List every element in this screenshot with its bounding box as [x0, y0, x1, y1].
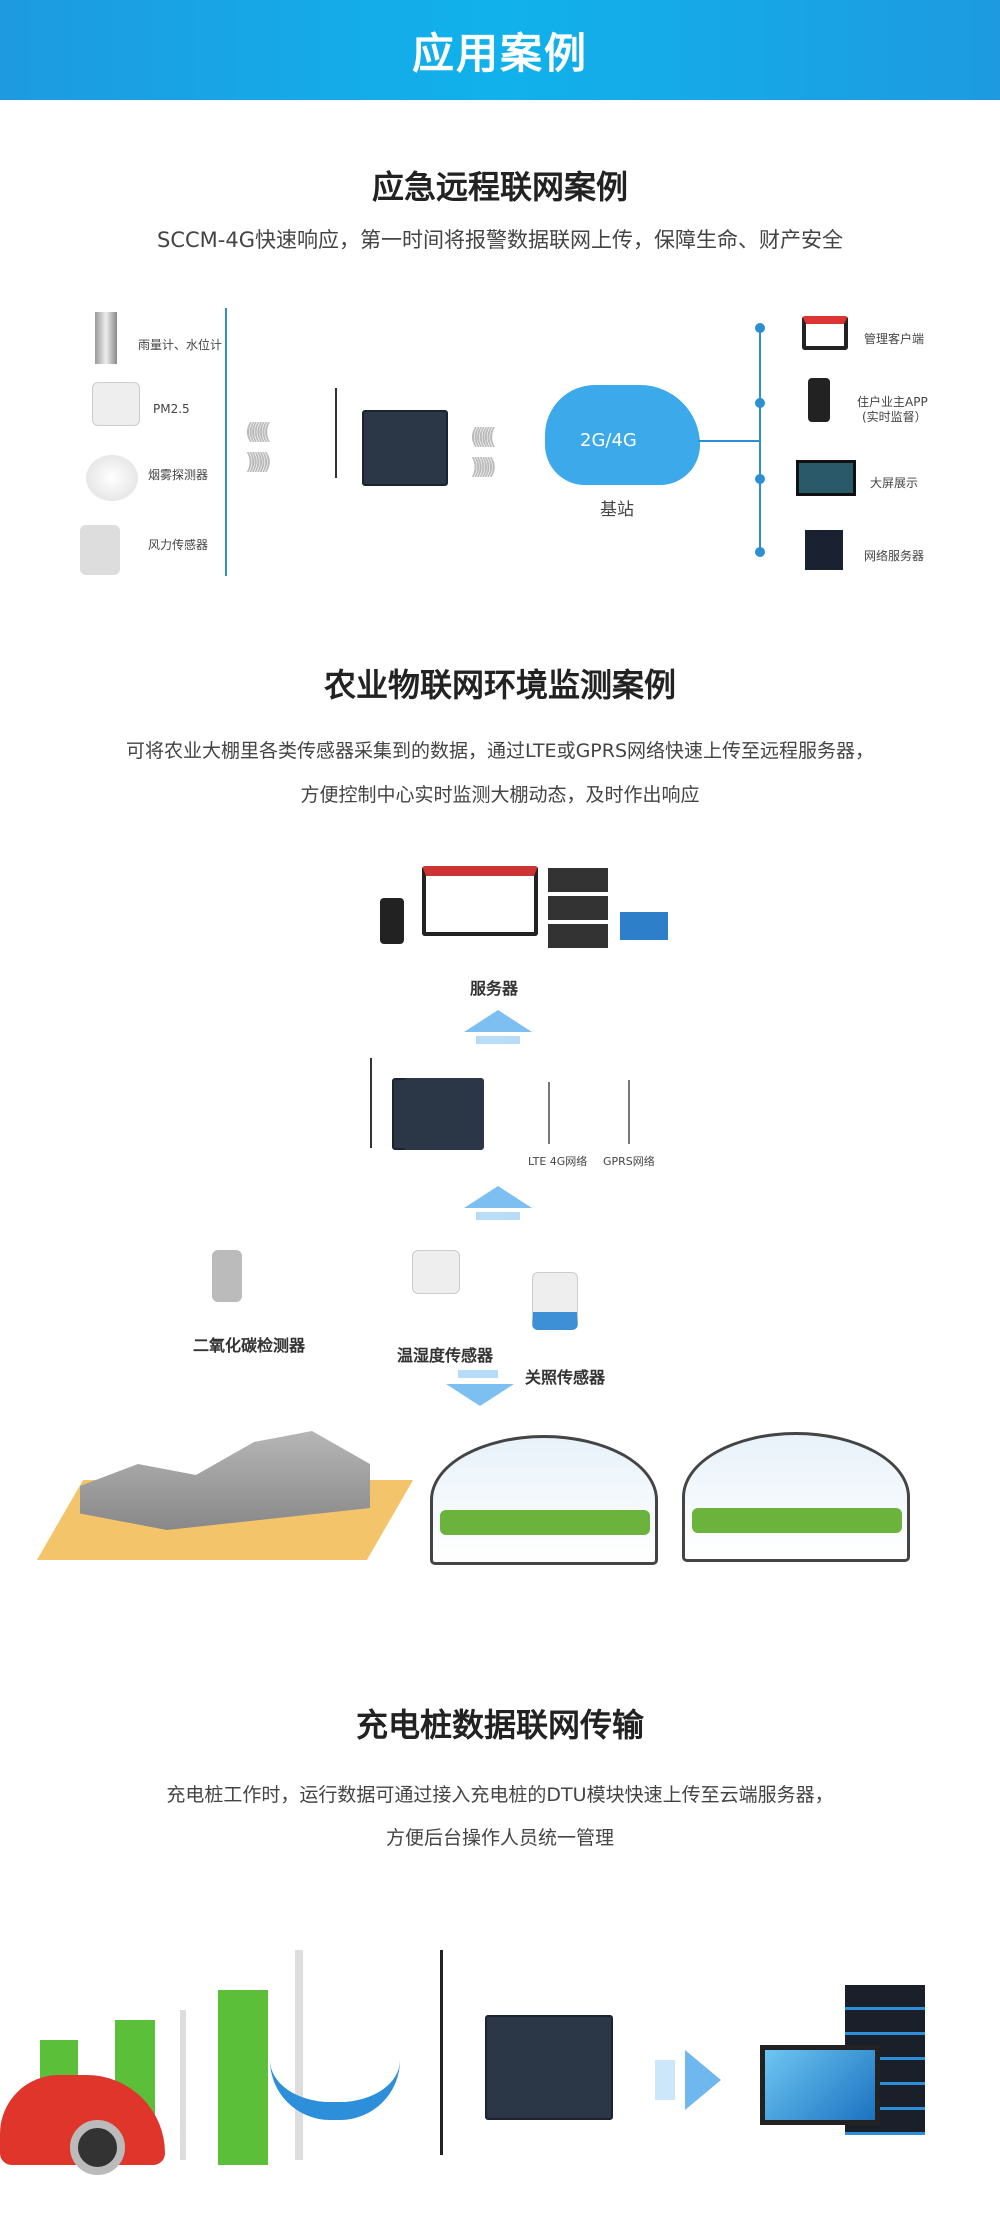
arrow-up-icon [464, 1186, 532, 1208]
signal-wave-icon: (((((((( [245, 420, 272, 445]
arrow-bar [476, 1212, 520, 1220]
charging-pile-image [218, 1990, 268, 2165]
arrow-up-icon [464, 1010, 532, 1032]
antenna-icon [370, 1058, 372, 1148]
antenna-icon [335, 388, 337, 478]
sensor-label: 烟雾探测器 [148, 468, 209, 482]
greenhouse-image [430, 1435, 658, 1565]
case3-line2: 方便后台操作人员统一管理 [385, 1827, 614, 1849]
node-dot [755, 398, 765, 408]
arrow-right-icon [685, 2050, 721, 2110]
cloud-icon [545, 385, 700, 485]
case1-subtitle: SCCM-4G快速响应，第一时间将报警数据联网上传，保障生命、财产安全 [157, 228, 843, 252]
case2-title: 农业物联网环境监测案例 [323, 666, 676, 704]
monitor-image [802, 316, 848, 350]
co2-detector-image [212, 1250, 242, 1302]
rain-gauge-image [95, 312, 117, 364]
tower-icon [628, 1080, 630, 1144]
sensor-label: PM2.5 [153, 402, 190, 416]
server-label: 服务器 [470, 979, 519, 998]
divider-line [225, 308, 227, 576]
case2-line2: 方便控制中心实时监测大棚动态，及时作出响应 [300, 784, 700, 806]
bus-line [759, 326, 761, 556]
flow-arrow-icon [270, 2060, 400, 2120]
monitor-image [760, 2045, 880, 2125]
humidity-sensor-image [412, 1250, 460, 1294]
printer-image [620, 912, 668, 940]
signal-wave-icon: )))))))) [245, 450, 272, 475]
wind-sensor-image [80, 525, 120, 575]
antenna-icon [440, 1950, 443, 2155]
server-rack-image [548, 868, 608, 950]
arrow-down-icon [446, 1384, 514, 1406]
client-label: 管理客户端 [864, 332, 925, 346]
wind-turbine-image [295, 1950, 303, 2160]
network-label: LTE 4G网络 [528, 1155, 588, 1168]
tower-icon [548, 1082, 550, 1144]
client-label: 网络服务器 [864, 549, 925, 563]
monitor-image [422, 866, 538, 936]
cloud-label: 2G/4G [580, 430, 637, 451]
phone-image [808, 378, 830, 422]
smoke-detector-image [86, 455, 138, 501]
plants [692, 1508, 902, 1533]
car-wheel [70, 2120, 125, 2175]
case3-line1: 充电桩工作时，运行数据可通过接入充电桩的DTU模块快速上传至云端服务器， [166, 1784, 834, 1806]
dtu-device-image [485, 2015, 613, 2120]
sensor-label: 二氧化碳检测器 [193, 1336, 306, 1355]
client-label: (实时监督） [862, 410, 927, 424]
dtu-device-image [362, 410, 448, 486]
case3-title: 充电桩数据联网传输 [355, 1706, 644, 1744]
big-screen-image [796, 460, 856, 496]
node-dot [755, 547, 765, 557]
client-label: 大屏展示 [870, 476, 919, 490]
node-dot [755, 474, 765, 484]
arrow-bar [458, 1370, 498, 1378]
wind-turbine-image [180, 2010, 186, 2160]
pm25-sensor-image [92, 382, 140, 426]
signal-wave-icon: )))))))) [470, 455, 497, 480]
case1-title: 应急远程联网案例 [371, 168, 628, 206]
phone-image [380, 898, 404, 944]
arrow-bar [476, 1036, 520, 1044]
base-station-label: 基站 [600, 500, 634, 520]
section-header: 应用案例 [0, 0, 1000, 100]
sensor-label: 风力传感器 [148, 538, 209, 552]
connector-line [698, 440, 760, 442]
plants [440, 1510, 650, 1535]
light-sensor-image [532, 1272, 578, 1330]
client-label: 住户业主APP [857, 395, 928, 409]
sensor-label: 温湿度传感器 [397, 1346, 494, 1365]
case2-line1: 可将农业大棚里各类传感器采集到的数据，通过LTE或GPRS网络快速上传至远程服务… [125, 740, 875, 762]
dtu-device-body [404, 1078, 484, 1150]
sensor-label: 关照传感器 [525, 1368, 606, 1387]
arrow-bar [655, 2060, 675, 2100]
node-dot [755, 323, 765, 333]
signal-wave-icon: (((((((( [470, 425, 497, 450]
sensor-label: 雨量计、水位计 [138, 338, 223, 352]
server-image [805, 530, 843, 570]
greenhouse-image [682, 1432, 910, 1562]
network-label: GPRS网络 [603, 1155, 655, 1168]
